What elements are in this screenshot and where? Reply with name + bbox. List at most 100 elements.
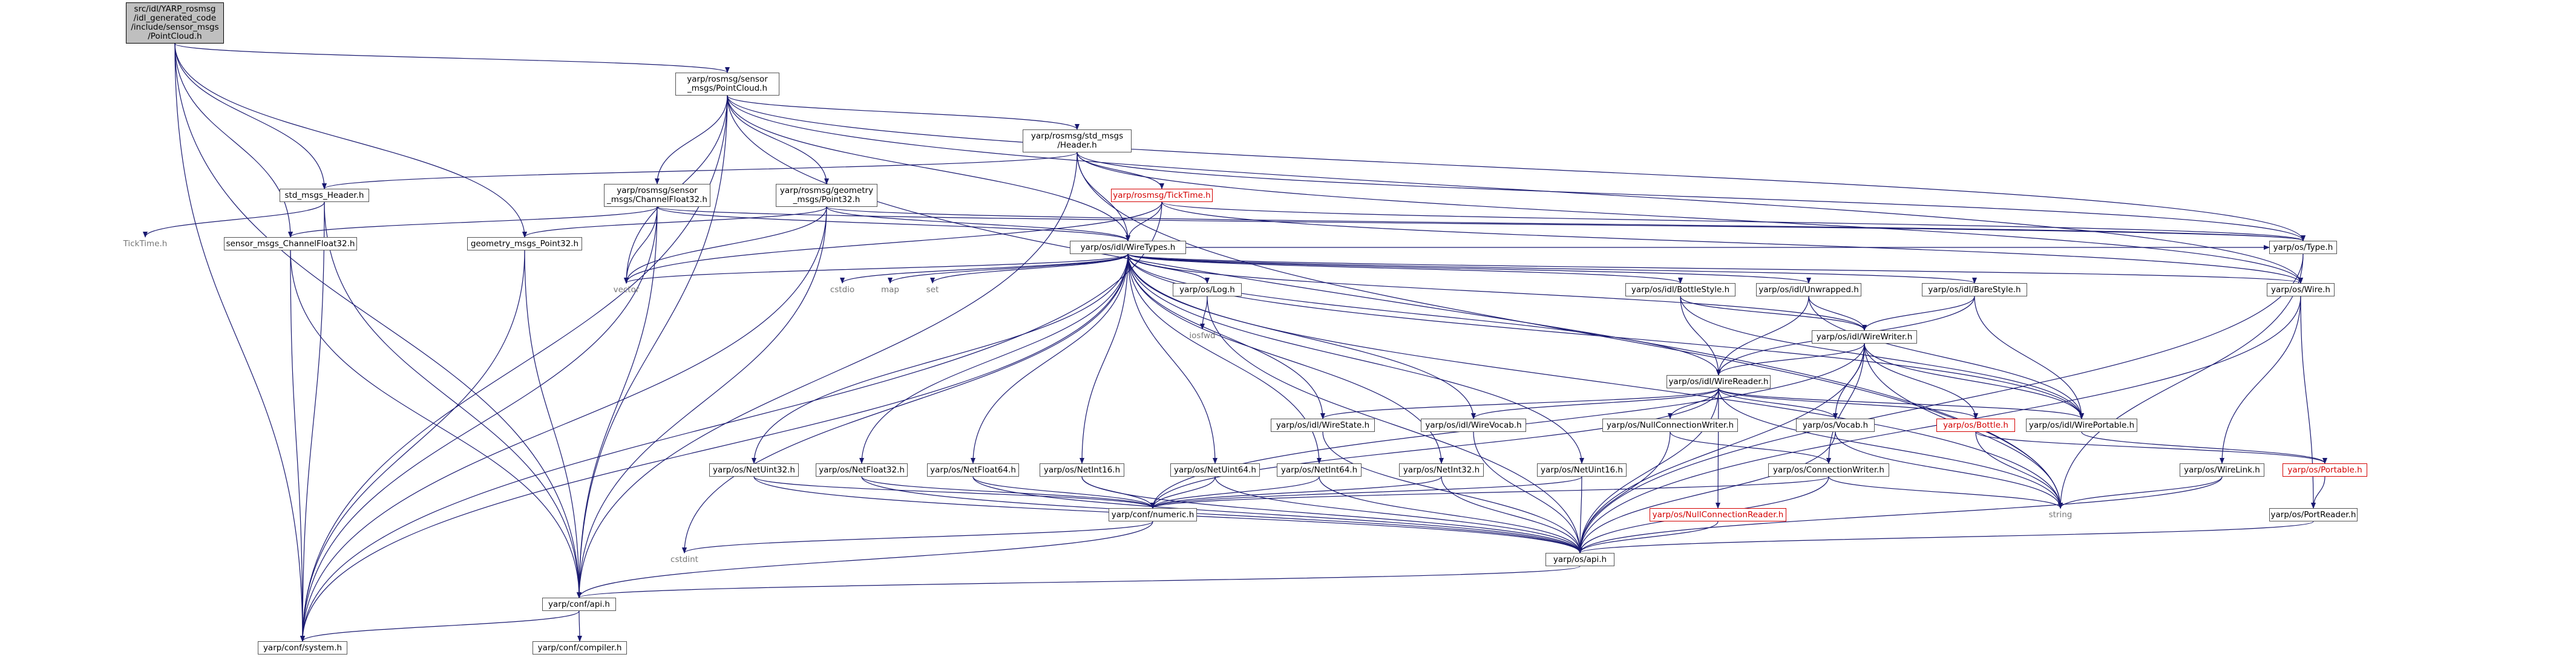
node-net-int64[interactable]: yarp/os/NetInt64.h xyxy=(1277,463,1362,477)
node-os-type[interactable]: yarp/os/Type.h xyxy=(2269,241,2337,254)
edge-channelfloat32_yarp-to-wiretypes xyxy=(657,206,1130,241)
edge-wiretypes-to-netuint64 xyxy=(1127,253,1218,464)
edge-root-to-conf_api xyxy=(174,43,582,598)
node-cstdio[interactable]: cstdio xyxy=(830,284,855,295)
edge-wiretypes-to-netuint32 xyxy=(752,253,1129,464)
edge-conf_api-to-compiler xyxy=(577,610,582,642)
edge-wirewriter-to-os_api xyxy=(1578,343,1865,554)
node-net-int16[interactable]: yarp/os/NetInt16.h xyxy=(1040,463,1124,477)
node-std-msgs-header-compat[interactable]: std_msgs_Header.h xyxy=(280,189,369,202)
edge-std_header-to-ticktime xyxy=(1077,152,1164,189)
edge-nullconnwriter-to-connwriter xyxy=(1670,431,1831,464)
edge-wiretypes-to-netuint16 xyxy=(1127,253,1584,464)
edge-log-to-os_api xyxy=(1207,296,1582,554)
node-idl-wirestate[interactable]: yarp/os/idl/WireState.h xyxy=(1271,419,1375,432)
edge-wiretypes-to-netfloat64 xyxy=(971,253,1129,464)
node-string[interactable]: string xyxy=(2048,509,2073,520)
edge-wiretypes-to-vector xyxy=(624,253,1129,284)
node-idl-wireportable[interactable]: yarp/os/idl/WirePortable.h xyxy=(2026,419,2137,432)
edge-point32_yarp-to-wiretypes xyxy=(826,206,1130,241)
node-conf-system[interactable]: yarp/conf/system.h xyxy=(258,641,347,655)
edge-wiretypes-to-bottlestyle xyxy=(1127,253,1683,284)
node-idl-wirevocab[interactable]: yarp/os/idl/WireVocab.h xyxy=(1421,419,1526,432)
node-net-uint64[interactable]: yarp/os/NetUint64.h xyxy=(1170,463,1260,477)
node-idl-barestyle[interactable]: yarp/os/idl/BareStyle.h xyxy=(1922,283,2027,296)
node-iosfwd[interactable]: iosfwd xyxy=(1189,330,1216,341)
edge-wirewriter-to-wirereader xyxy=(1716,343,1865,376)
edge-point32_yarp-to-geometry_point xyxy=(522,206,827,238)
edge-wiretypes-to-set xyxy=(930,253,1129,284)
node-cstdint[interactable]: cstdint xyxy=(670,554,698,564)
edge-netint64-to-os_api xyxy=(1319,476,1582,554)
node-net-float32[interactable]: yarp/os/NetFloat32.h xyxy=(816,463,908,477)
node-idl-wirewriter[interactable]: yarp/os/idl/WireWriter.h xyxy=(1812,330,1917,344)
node-vector[interactable]: vector xyxy=(613,284,640,295)
edge-root-to-sensor_channel xyxy=(174,43,293,238)
edge-channelfloat32_yarp-to-sensor_channel xyxy=(288,206,658,238)
node-os-portreader[interactable]: yarp/os/PortReader.h xyxy=(2269,508,2358,521)
edge-wirereader-to-vocab xyxy=(1718,388,1838,419)
node-geometry-msgs-point32-compat[interactable]: geometry_msgs_Point32.h xyxy=(467,237,582,250)
node-sensor-msgs-pointcloud[interactable]: yarp/rosmsg/sensor _msgs/PointCloud.h xyxy=(675,73,779,96)
edge-netint32-to-os_api xyxy=(1441,476,1582,554)
node-conf-api[interactable]: yarp/conf/api.h xyxy=(542,598,616,611)
node-os-api[interactable]: yarp/os/api.h xyxy=(1545,553,1614,566)
edge-log-to-iosfwd xyxy=(1200,296,1208,330)
edge-netfloat32-to-numeric xyxy=(861,476,1155,509)
node-std-msgs-header[interactable]: yarp/rosmsg/std_msgs /Header.h xyxy=(1023,129,1132,152)
node-channelfloat32-yarp[interactable]: yarp/rosmsg/sensor _msgs/ChannelFloat32.… xyxy=(604,184,710,207)
edge-bottle-to-portable xyxy=(1975,431,2327,464)
node-idl-wiretypes[interactable]: yarp/os/idl/WireTypes.h xyxy=(1070,241,1186,254)
edge-wirereader-to-bottle xyxy=(1718,388,1978,419)
edge-ticktime-to-vector xyxy=(624,201,1162,284)
node-log[interactable]: yarp/os/Log.h xyxy=(1173,283,1242,296)
node-os-bottle[interactable]: yarp/os/Bottle.h xyxy=(1936,419,2015,432)
node-idl-unwrapped[interactable]: yarp/os/idl/Unwrapped.h xyxy=(1756,283,1861,296)
edge-os_api-to-conf_api xyxy=(577,566,1581,598)
edge-bottlestyle-to-wirewriter xyxy=(1680,296,1867,331)
node-os-wire[interactable]: yarp/os/Wire.h xyxy=(2267,283,2335,296)
edge-wirereader-to-wirevocab xyxy=(1471,388,1719,419)
edge-wiretypes-to-unwrapped xyxy=(1127,253,1811,284)
node-net-uint16[interactable]: yarp/os/NetUint16.h xyxy=(1537,463,1627,477)
node-sensor-msgs-channelfloat32-compat[interactable]: sensor_msgs_ChannelFloat32.h xyxy=(224,237,357,250)
edge-pointcloud-to-wire xyxy=(727,95,2303,284)
edge-geometry_point-to-conf_api xyxy=(524,250,582,598)
node-ticktime-compat[interactable]: TickTime.h xyxy=(123,238,168,249)
node-null-connection-reader[interactable]: yarp/os/NullConnectionReader.h xyxy=(1650,508,1786,521)
edge-wirewriter-to-bottle xyxy=(1864,343,1978,419)
node-idl-bottlestyle[interactable]: yarp/os/idl/BottleStyle.h xyxy=(1625,283,1735,296)
node-net-float64[interactable]: yarp/os/NetFloat64.h xyxy=(927,463,1019,477)
edge-wiretypes-to-wirereader xyxy=(1127,253,1721,376)
node-idl-wirereader[interactable]: yarp/os/idl/WireReader.h xyxy=(1667,375,1771,388)
edge-std_header-to-string xyxy=(1077,152,2063,509)
edge-netuint16-to-numeric xyxy=(1150,476,1582,509)
edge-pointcloud-to-conf_api xyxy=(577,95,728,598)
node-net-uint32[interactable]: yarp/os/NetUint32.h xyxy=(709,463,799,477)
edge-portable-to-portreader xyxy=(2311,476,2325,509)
edge-numeric-to-conf_api xyxy=(577,521,1153,598)
edge-connwriter-to-numeric xyxy=(1150,476,1829,509)
node-null-connection-writer[interactable]: yarp/os/NullConnectionWriter.h xyxy=(1602,419,1738,432)
edge-unwrapped-to-wirereader xyxy=(1716,296,1809,376)
node-set[interactable]: set xyxy=(926,284,939,295)
edge-ticktime-to-wire xyxy=(1161,201,2303,284)
edge-wiretypes-to-wirevocab xyxy=(1127,253,1476,419)
node-net-int32[interactable]: yarp/os/NetInt32.h xyxy=(1399,463,1484,477)
edge-wiretypes-to-cstdio xyxy=(840,253,1129,284)
edge-type-to-string xyxy=(2058,253,2304,509)
node-ticktime[interactable]: yarp/rosmsg/TickTime.h xyxy=(1111,189,1213,202)
node-root-pointcloud-header[interactable]: src/idl/YARP_rosmsg /idl_generated_code … xyxy=(126,2,224,44)
node-conf-numeric[interactable]: yarp/conf/numeric.h xyxy=(1109,508,1197,521)
edge-wirevocab-to-os_api xyxy=(1473,431,1582,554)
node-os-vocab[interactable]: yarp/os/Vocab.h xyxy=(1796,419,1875,432)
edge-wiretypes-to-netint16 xyxy=(1080,253,1129,464)
node-map[interactable]: map xyxy=(881,284,899,295)
node-os-wirelink[interactable]: yarp/os/WireLink.h xyxy=(2180,463,2264,477)
node-point32-yarp[interactable]: yarp/rosmsg/geometry _msgs/Point32.h xyxy=(776,184,877,207)
node-connection-writer[interactable]: yarp/os/ConnectionWriter.h xyxy=(1768,463,1889,477)
edge-sensor_channel-to-conf_api xyxy=(290,250,582,598)
node-os-portable[interactable]: yarp/os/Portable.h xyxy=(2283,463,2367,477)
node-conf-compiler[interactable]: yarp/conf/compiler.h xyxy=(533,641,627,655)
